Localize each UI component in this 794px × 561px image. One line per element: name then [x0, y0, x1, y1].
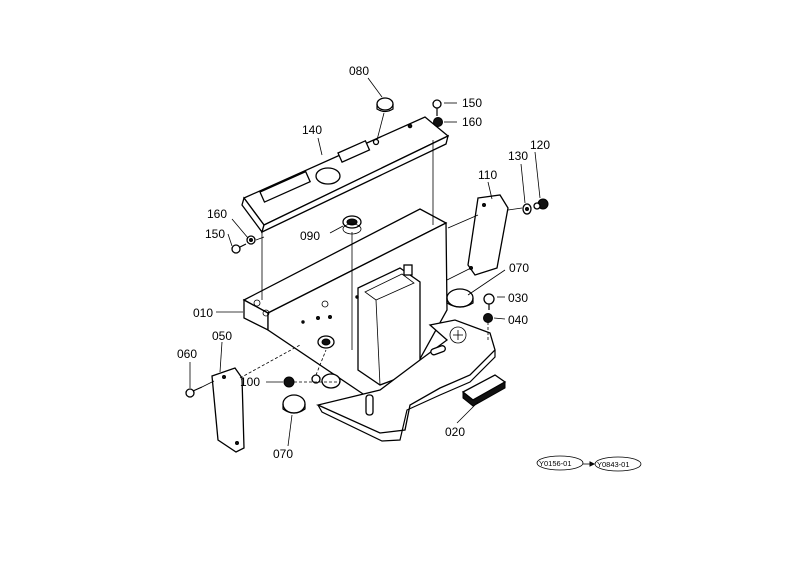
leader-lines: [189, 77, 541, 447]
nut-120: [533, 198, 549, 210]
label-100: 100: [240, 375, 260, 389]
label-150-left: 150: [205, 227, 225, 241]
cap-070-right: [446, 288, 474, 308]
label-060: 060: [177, 347, 197, 361]
label-120: 120: [530, 138, 550, 152]
knob-080: [376, 97, 394, 141]
label-030: 030: [508, 291, 528, 305]
label-010: 010: [193, 306, 213, 320]
label-040: 040: [508, 313, 528, 327]
cover-panel-140: [241, 116, 450, 234]
bolt-150-top: [432, 99, 442, 116]
cap-070-left: [282, 394, 306, 414]
label-110: 110: [478, 168, 497, 182]
washer-160-left: [246, 235, 256, 245]
label-050: 050: [212, 329, 232, 343]
label-160-top: 160: [462, 115, 482, 129]
label-070-right: 070: [509, 261, 529, 275]
side-plate-110: [467, 194, 509, 276]
sleeve-100: [317, 335, 335, 349]
nut-160-top: [433, 117, 443, 127]
washer-130: [522, 203, 532, 215]
bolt-150-left: [231, 243, 247, 254]
code-to: Y0843-01: [597, 460, 630, 469]
nut-100: [283, 374, 321, 388]
code-from: Y0156-01: [539, 459, 572, 468]
side-plate-050: [211, 367, 245, 453]
grommet-090: [342, 215, 362, 235]
washer-040: [483, 313, 493, 323]
assembly-guide-lines: [201, 140, 523, 388]
frame-010: [242, 208, 448, 401]
label-080: 080: [349, 64, 369, 78]
label-020: 020: [445, 425, 465, 439]
label-150-top: 150: [462, 96, 482, 110]
bolt-030: [483, 293, 495, 310]
bolt-060: [185, 386, 203, 398]
reference-codes: Y0156-01 Y0843-01: [536, 455, 642, 472]
part-labels: 080 150 160 140 130 120 110 160 150 090 …: [177, 64, 550, 461]
label-140: 140: [302, 123, 322, 137]
label-070-left: 070: [273, 447, 293, 461]
label-130: 130: [508, 149, 528, 163]
label-160-left: 160: [207, 207, 227, 221]
label-090: 090: [300, 229, 320, 243]
base-plate-020: [316, 319, 496, 442]
pedal-pad-020: [461, 374, 507, 407]
